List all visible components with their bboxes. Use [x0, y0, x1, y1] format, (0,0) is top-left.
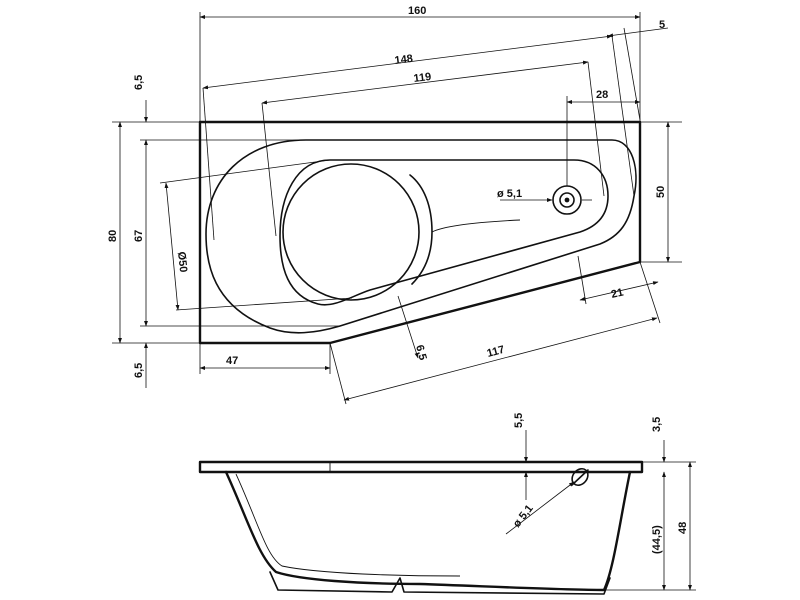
dim-line-65-slant	[397, 295, 419, 359]
basin-inner-contour-2	[431, 219, 521, 233]
tub-outline	[198, 120, 642, 345]
dim-line-21	[579, 281, 659, 301]
rim-slab	[198, 460, 644, 474]
ext-line-117-left	[329, 342, 347, 405]
dim-dia50: Ø50	[175, 251, 189, 273]
drain-side-leader	[505, 481, 575, 535]
dim-160: 160	[408, 5, 426, 17]
side-view: 5,5 3,5 ø 5,1 (44,5) 48	[198, 413, 696, 595]
ext-line-50dia-top	[159, 159, 331, 184]
dim-21: 21	[610, 286, 625, 300]
dim-55: 5,5	[513, 413, 525, 428]
dim-80: 80	[107, 230, 119, 242]
dim-line-119	[261, 60, 589, 105]
dim-117: 117	[486, 344, 506, 360]
dim-47: 47	[226, 355, 238, 367]
drain-inner-ring	[559, 192, 575, 208]
drain-top	[552, 185, 582, 215]
dim-line-5	[607, 27, 669, 38]
dim-148: 148	[394, 53, 414, 67]
ext-line-5	[623, 27, 641, 121]
dim-119: 119	[413, 71, 432, 85]
ext-line-148-left	[202, 87, 215, 241]
dim-35: 3,5	[651, 417, 663, 432]
drain-side	[571, 467, 589, 487]
ext-line-119-left	[261, 102, 277, 237]
tub-base	[269, 571, 611, 595]
drain-diameter-label: ø 5,1	[497, 188, 522, 200]
dim-5: 5	[659, 19, 665, 31]
ext-line-119-right	[587, 61, 605, 197]
ext-line-50dia-bottom	[175, 297, 353, 311]
rim-inner-outline	[205, 139, 637, 334]
tub-inner-line	[235, 473, 461, 577]
dim-28: 28	[596, 89, 608, 101]
dim-line-117	[343, 317, 658, 401]
drain-side-pipe	[571, 469, 589, 486]
dim-65-slant: 6,5	[413, 344, 429, 362]
ext-line-148-right	[611, 35, 635, 197]
dim-line-50dia	[164, 182, 180, 311]
top-view: ø 5,1 160 5 148 119 28 50 80	[107, 5, 682, 405]
basin-outline	[279, 159, 609, 306]
basin-inner-contour	[409, 174, 433, 285]
tub-body	[224, 470, 632, 592]
dim-48: 48	[677, 522, 689, 534]
ext-line-117-right	[639, 261, 661, 324]
dim-445: (44,5)	[651, 525, 663, 554]
dim-65-bottom: 6,5	[133, 363, 145, 378]
basin-circle	[282, 163, 420, 301]
drain-center	[564, 197, 570, 203]
dim-50: 50	[655, 186, 667, 198]
dim-65-top: 6,5	[133, 75, 145, 90]
dim-67: 67	[133, 230, 145, 242]
ext-line-21	[577, 255, 587, 305]
drain-side-diameter: ø 5,1	[511, 503, 536, 530]
